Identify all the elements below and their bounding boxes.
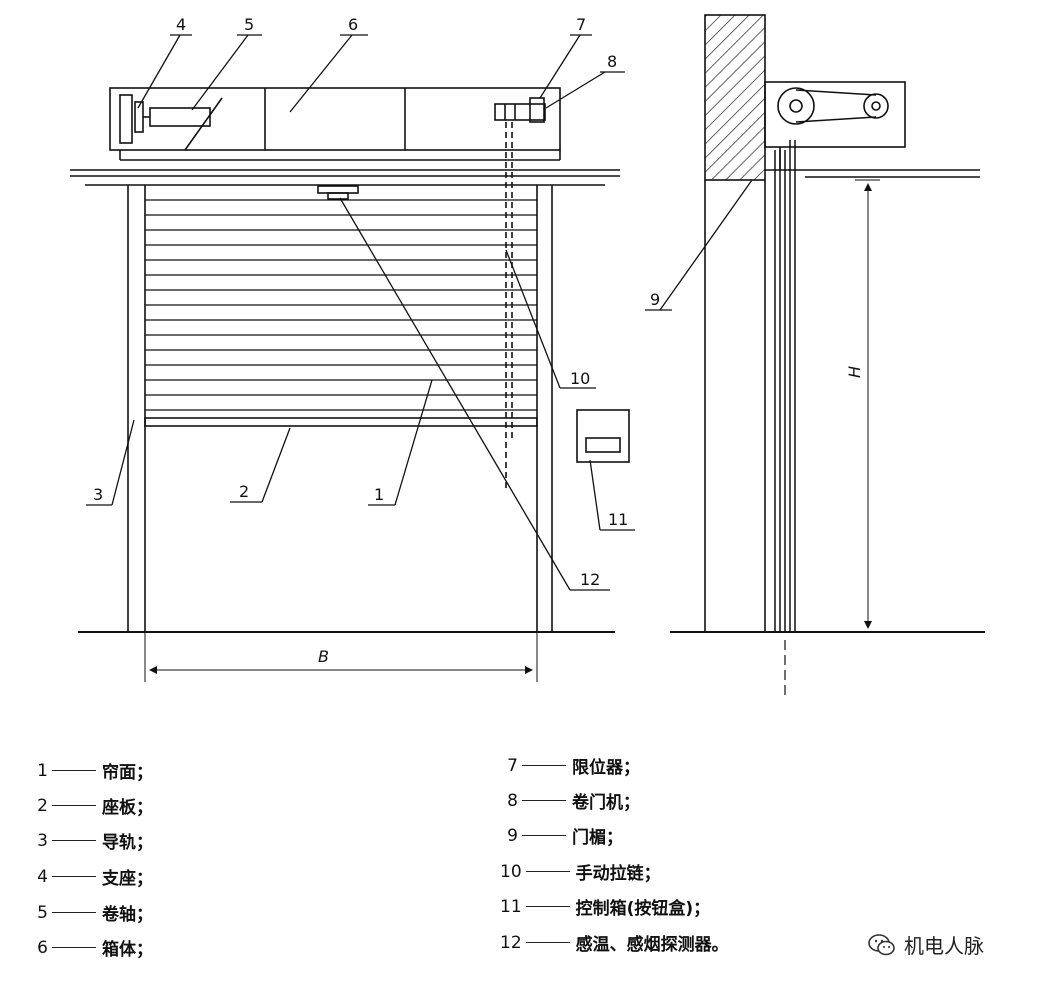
leader-lines (86, 34, 753, 591)
callout-7: 7 (576, 15, 586, 34)
side-motor-wheel (863, 93, 889, 119)
side-view (670, 14, 985, 700)
callout-1: 1 (374, 485, 384, 504)
wall-section (704, 14, 766, 181)
callout-10: 10 (570, 369, 590, 388)
bottom-seat-plate (144, 417, 538, 427)
guide-rails (127, 185, 553, 632)
detector (317, 185, 359, 194)
callout-12: 12 (580, 570, 600, 589)
limit-switch (529, 97, 545, 123)
control-box (576, 409, 630, 463)
callout-labels: 4 5 6 7 8 3 2 1 10 11 12 9 B H (93, 15, 864, 666)
front-view (70, 87, 630, 682)
height-label: H (845, 366, 864, 378)
door-motor (494, 103, 546, 121)
callout-9: 9 (650, 290, 660, 309)
wechat-icon (868, 933, 896, 957)
callout-4: 4 (176, 15, 186, 34)
support-bracket (119, 94, 133, 144)
callout-8: 8 (607, 52, 617, 71)
callout-11: 11 (608, 510, 628, 529)
width-label: B (318, 647, 329, 666)
side-curtain (774, 140, 796, 632)
side-roller (777, 87, 815, 125)
curtain-slats (145, 199, 537, 411)
callout-3: 3 (93, 485, 103, 504)
callout-5: 5 (244, 15, 254, 34)
watermark-text: 机电人脉 (904, 934, 984, 958)
watermark: 机电人脉 (868, 930, 984, 959)
side-housing (764, 81, 906, 148)
callout-6: 6 (348, 15, 358, 34)
roller-shaft (149, 107, 211, 127)
box-housing (109, 87, 561, 151)
rolling-door-diagram: 4 5 6 7 8 3 2 1 10 11 12 9 B H (70, 14, 985, 700)
callout-2: 2 (239, 482, 249, 501)
